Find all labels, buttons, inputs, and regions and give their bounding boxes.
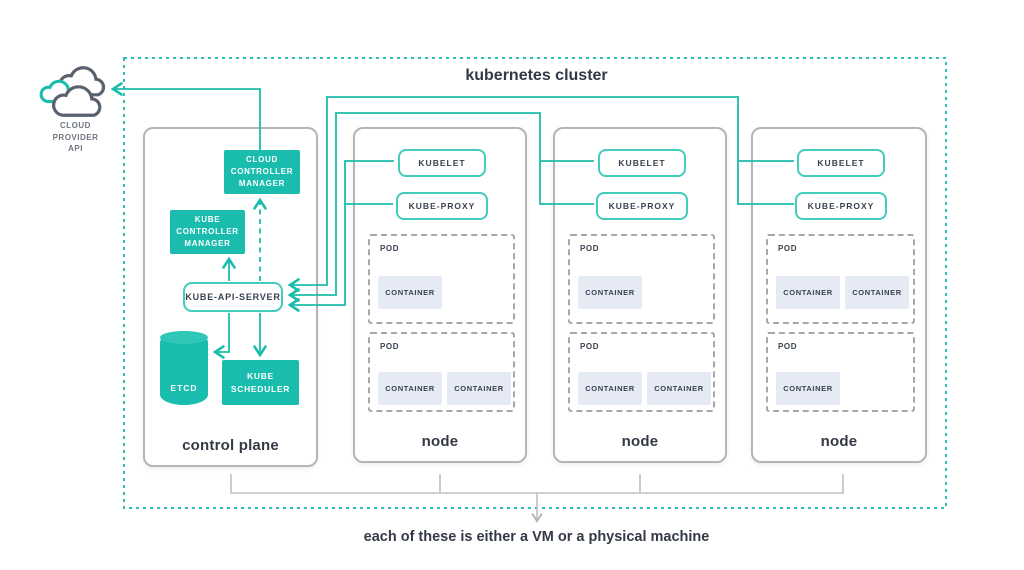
container-box: CONTAINER [447, 372, 511, 405]
kube-controller-manager-box: KUBE CONTROLLER MANAGER [170, 210, 245, 254]
control-plane-label: control plane [182, 437, 279, 454]
kubelet-box: KUBELET [797, 149, 885, 177]
kubelet-box: KUBELET [598, 149, 686, 177]
node-label: node [820, 433, 858, 450]
pod-label: POD [580, 244, 600, 253]
kubelet-box: KUBELET [398, 149, 486, 177]
container-box: CONTAINER [578, 372, 642, 405]
cloud-icon [39, 66, 106, 117]
cluster-title: kubernetes cluster [465, 67, 608, 84]
cloud-provider-api-label: CLOUD PROVIDER API [52, 121, 99, 154]
container-box: CONTAINER [845, 276, 909, 309]
kube-proxy-box: KUBE-PROXY [795, 192, 887, 220]
pod-box: POD CONTAINER [766, 332, 915, 412]
bottom-caption: each of these is either a VM or a physic… [363, 529, 710, 545]
node-label: node [421, 433, 459, 450]
etcd-cylinder-top [160, 331, 208, 344]
pod-box: POD CONTAINER [568, 234, 715, 324]
machine-bracket [230, 474, 844, 523]
node-box-2: KUBELET KUBE-PROXY POD CONTAINER POD CONTAINE… [553, 127, 727, 463]
etcd-cylinder: ETCD [160, 331, 208, 405]
pod-label: POD [778, 342, 798, 351]
container-box: CONTAINER [378, 372, 442, 405]
pod-label: POD [778, 244, 798, 253]
pod-label: POD [380, 244, 400, 253]
container-box: CONTAINER [578, 276, 642, 309]
kube-api-server-box: KUBE-API-SERVER [183, 282, 283, 312]
cloud-controller-manager-box: CLOUD CONTROLLER MANAGER [224, 150, 300, 194]
node-label: node [621, 433, 659, 450]
etcd-label: ETCD [170, 383, 198, 393]
container-box: CONTAINER [647, 372, 711, 405]
pod-box: POD CONTAINER [368, 234, 515, 324]
kube-proxy-box: KUBE-PROXY [596, 192, 688, 220]
container-box: CONTAINER [378, 276, 442, 309]
node-box-1: KUBELET KUBE-PROXY POD CONTAINER POD CONTAINE… [353, 127, 527, 463]
kube-proxy-box: KUBE-PROXY [396, 192, 488, 220]
container-box: CONTAINER [776, 276, 840, 309]
pod-label: POD [580, 342, 600, 351]
kube-scheduler-box: KUBE SCHEDULER [222, 360, 299, 405]
container-box: CONTAINER [776, 372, 840, 405]
pod-label: POD [380, 342, 400, 351]
